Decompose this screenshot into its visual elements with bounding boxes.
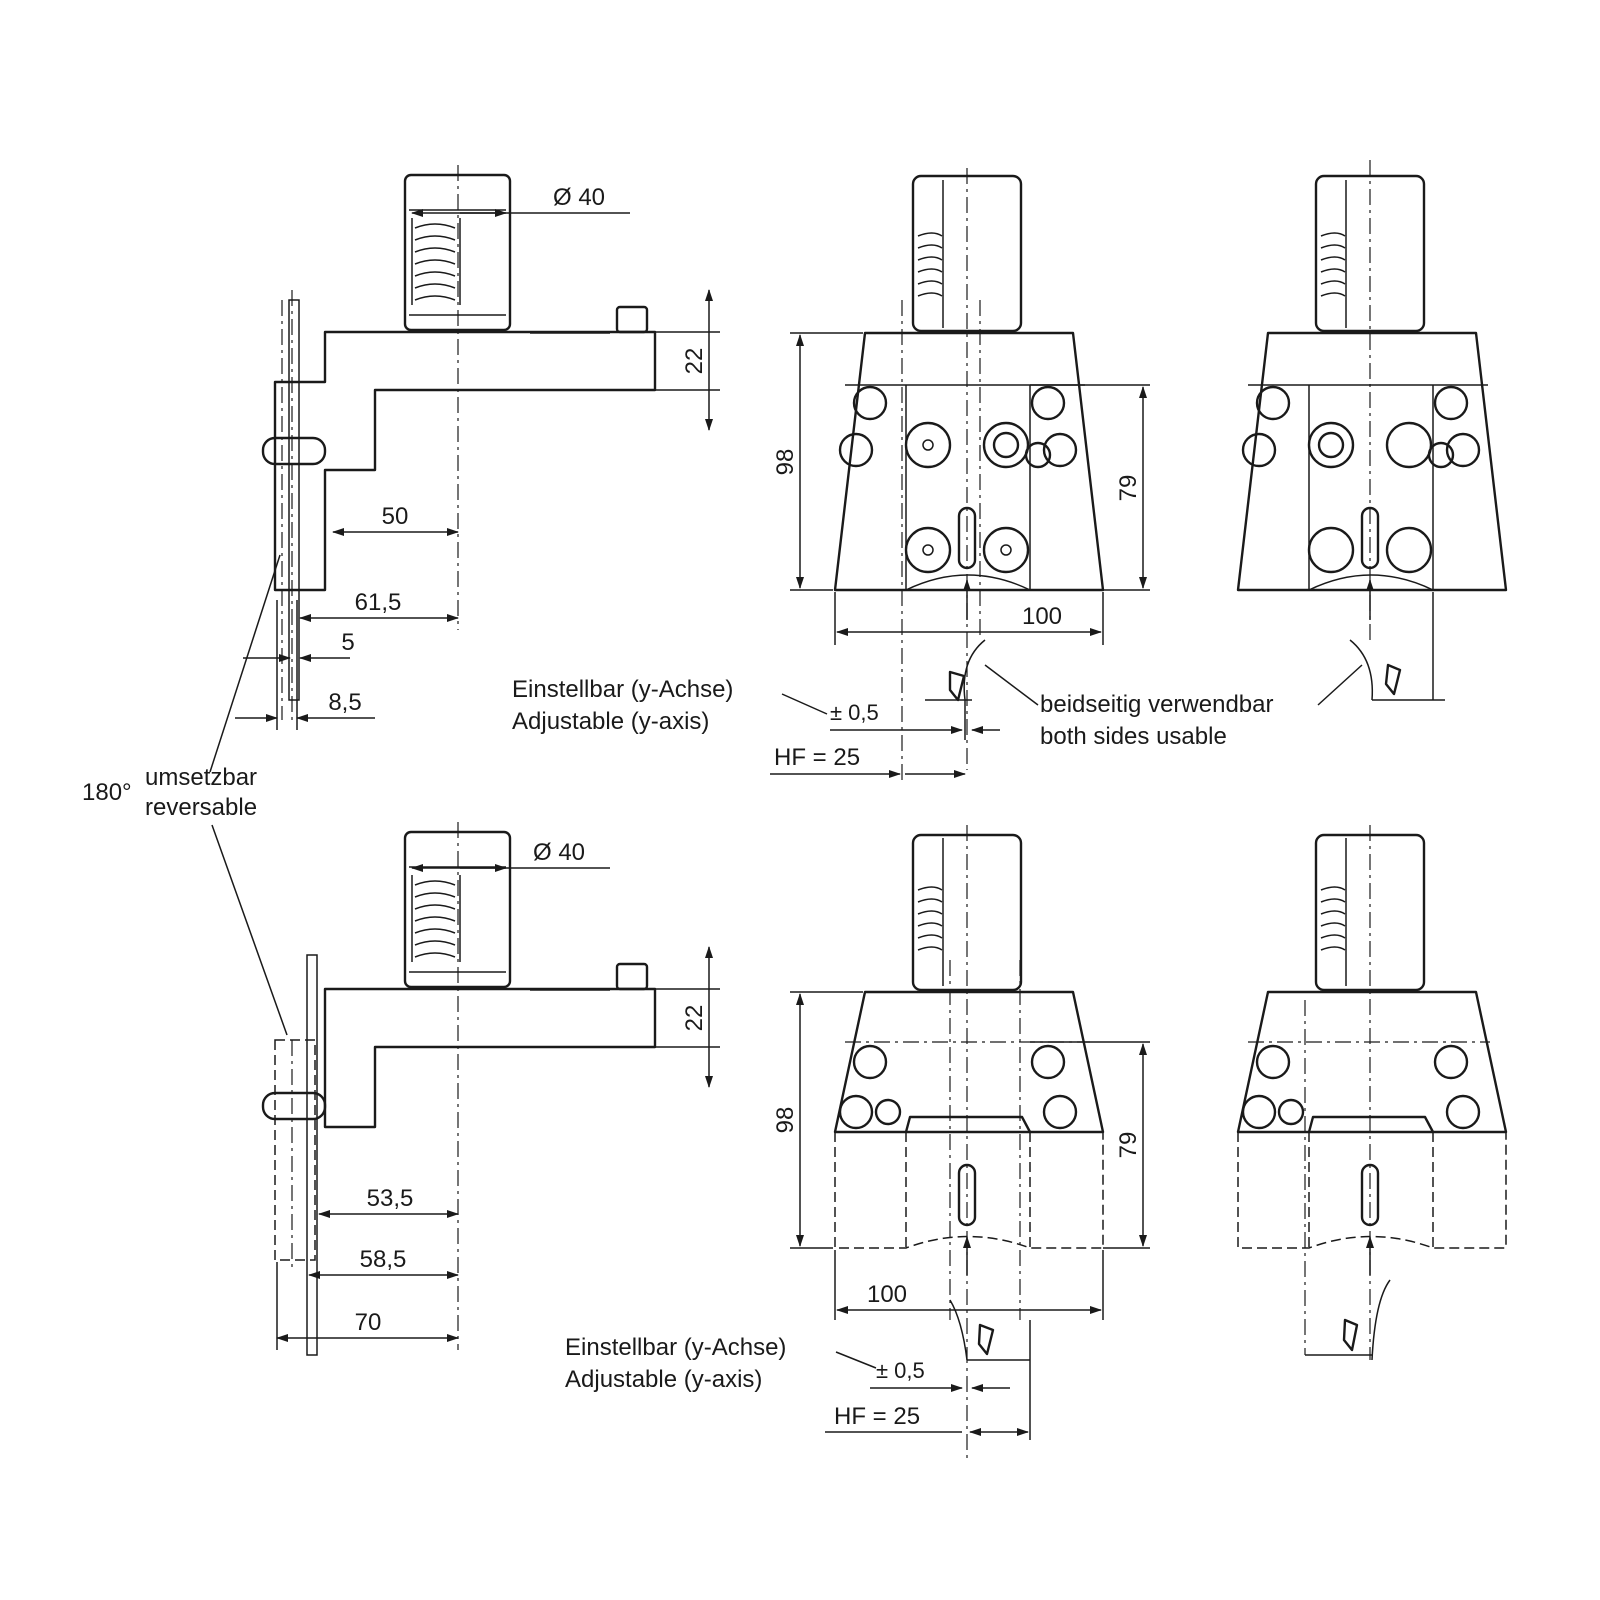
dim-58-5: 58,5 [360, 1246, 407, 1273]
top-front-view-1: 98 79 100 Einstellbar (y-Achse) Adjustab… [512, 168, 1363, 780]
hf: HF = 25 [774, 744, 860, 771]
dim-61-5: 61,5 [355, 589, 402, 616]
reverse-note: 180° umsetzbar reversable [82, 554, 288, 1036]
bolts [838, 385, 1078, 574]
adjust-de-b: Einstellbar (y-Achse) [565, 1334, 786, 1361]
dim-100: 100 [1022, 603, 1062, 630]
thread-hatch [411, 218, 461, 305]
dim-22-b: 22 [681, 1005, 708, 1032]
dim-53-5: 53,5 [367, 1185, 414, 1212]
adjust-en-b: Adjustable (y-axis) [565, 1366, 762, 1393]
tolerance-b: ± 0,5 [876, 1358, 925, 1383]
dim-22: 22 [681, 348, 708, 375]
top-front-view-2 [1236, 160, 1508, 701]
both-en: both sides usable [1040, 723, 1227, 750]
top-side-view: 22 Ø 40 50 61,5 5 8,5 [235, 165, 720, 730]
hf-b: HF = 25 [834, 1403, 920, 1430]
dim-70: 70 [355, 1309, 382, 1336]
diameter-label: Ø 40 [553, 184, 605, 211]
diameter-label-b: Ø 40 [533, 839, 585, 866]
reverse-deg: 180° [82, 779, 132, 806]
reverse-de: umsetzbar [145, 764, 257, 791]
tolerance: ± 0,5 [830, 700, 879, 725]
bottom-side-view: 22 Ø 40 53,5 58,5 70 [261, 822, 720, 1356]
bottom-front-view-1: 98 79 100 Einstellbar (y-Achse) Adjustab… [565, 825, 1150, 1460]
bottom-front-view-2 [1236, 825, 1508, 1361]
dim-79: 79 [1115, 475, 1142, 502]
dim-5: 5 [341, 629, 354, 656]
both-de: beidseitig verwendbar [1040, 691, 1273, 718]
dim-8-5: 8,5 [328, 689, 361, 716]
dim-100-b: 100 [867, 1281, 907, 1308]
adjust-en: Adjustable (y-axis) [512, 708, 709, 735]
dim-98: 98 [772, 449, 799, 476]
reverse-en: reversable [145, 794, 257, 821]
dim-50: 50 [382, 503, 409, 530]
dim-98-b: 98 [772, 1107, 799, 1134]
adjust-de: Einstellbar (y-Achse) [512, 676, 733, 703]
dim-79-b: 79 [1115, 1132, 1142, 1159]
